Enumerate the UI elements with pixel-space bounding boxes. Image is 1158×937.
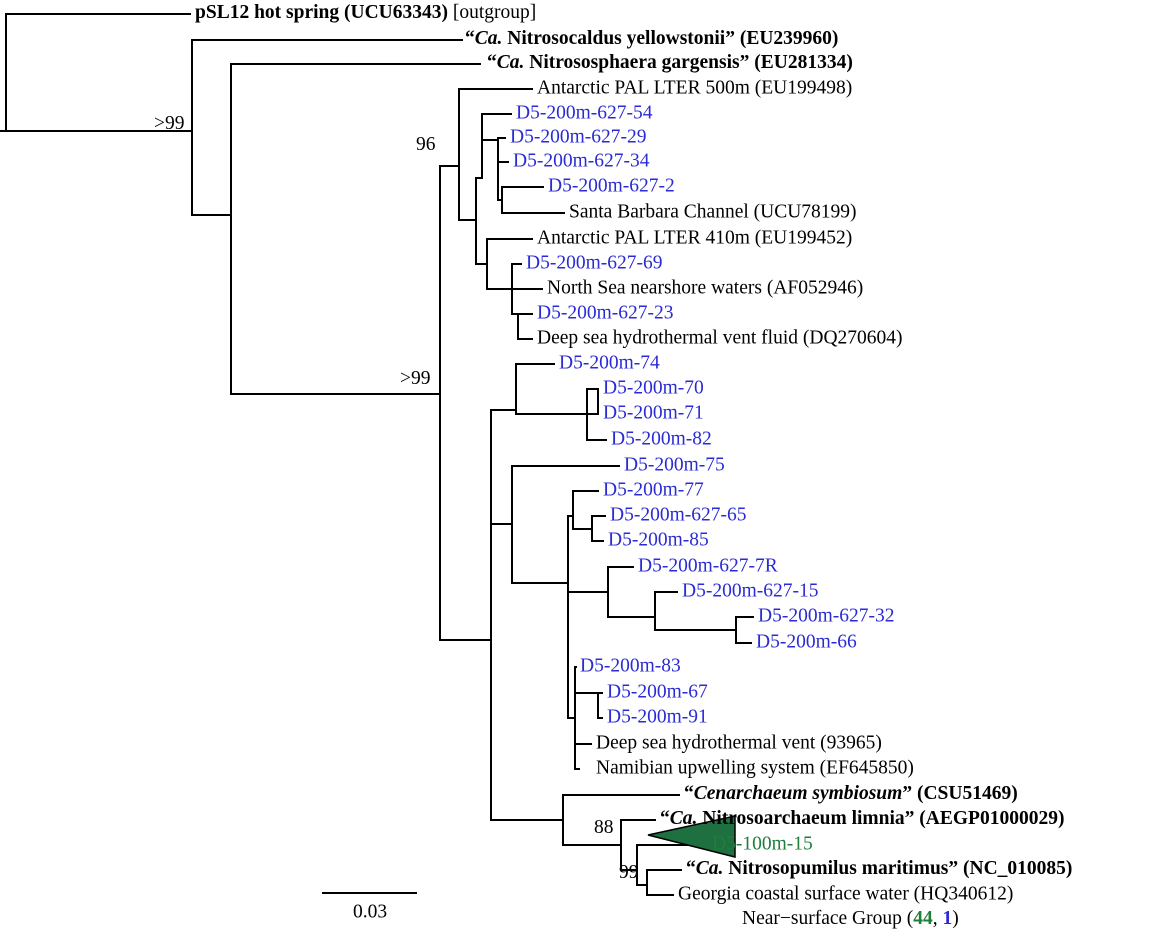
leaf-label-reference: Georgia coastal surface water (HQ340612) bbox=[678, 883, 1013, 904]
leaf-label-clone: D5-200m-82 bbox=[611, 428, 712, 449]
leaf-label-reference: “Ca. Nitrososphaera gargensis” (EU281334… bbox=[487, 52, 853, 73]
leaf-label-clone: D5-200m-627-34 bbox=[513, 150, 650, 171]
leaf-label-clone: D5-100m-15 bbox=[712, 833, 813, 854]
bootstrap-label: 88 bbox=[594, 817, 614, 838]
leaf-label-reference: Antarctic PAL LTER 410m (EU199452) bbox=[537, 227, 852, 248]
leaf-label-reference: Antarctic PAL LTER 500m (EU199498) bbox=[537, 77, 852, 98]
leaf-label-clone: D5-200m-67 bbox=[607, 681, 708, 702]
leaf-label-clone: D5-200m-71 bbox=[603, 402, 704, 423]
leaf-label-clone: D5-200m-627-15 bbox=[682, 580, 818, 601]
leaf-label-clone: D5-200m-627-65 bbox=[610, 504, 746, 525]
near-surface-group-triangle bbox=[647, 815, 736, 858]
leaf-label-reference: “Cenarchaeum symbiosum” (CSU51469) bbox=[684, 783, 1018, 804]
leaf-label-clone: D5-200m-627-32 bbox=[758, 605, 894, 626]
tree-branches bbox=[0, 13, 754, 896]
leaf-label-reference: “Ca. Nitrosocaldus yellowstonii” (EU2399… bbox=[465, 28, 838, 49]
leaf-label-clone: D5-200m-627-2 bbox=[548, 175, 675, 196]
leaf-label-clone: D5-200m-627-54 bbox=[516, 102, 653, 123]
leaf-label-clone: D5-200m-74 bbox=[559, 352, 660, 373]
leaf-label-clone: D5-200m-85 bbox=[608, 529, 709, 550]
bootstrap-label: 96 bbox=[416, 134, 436, 155]
leaf-label-reference: Santa Barbara Channel (UCU78199) bbox=[569, 201, 857, 222]
leaf-label-reference: North Sea nearshore waters (AF052946) bbox=[547, 277, 863, 298]
leaf-label-reference: Deep sea hydrothermal vent (93965) bbox=[596, 732, 882, 753]
leaf-label-clone: D5-200m-627-69 bbox=[526, 252, 662, 273]
leaf-label-clone: D5-200m-83 bbox=[580, 655, 681, 676]
leaf-label-clone: D5-200m-66 bbox=[756, 631, 857, 652]
leaf-label-reference: Deep sea hydrothermal vent fluid (DQ2706… bbox=[537, 327, 903, 348]
leaf-label-clone: D5-200m-77 bbox=[603, 479, 704, 500]
leaf-label-reference: Namibian upwelling system (EF645850) bbox=[596, 757, 914, 778]
leaf-label-outgroup: pSL12 hot spring (UCU63343) [outgroup] bbox=[195, 2, 536, 23]
leaf-label-clone: D5-200m-75 bbox=[624, 454, 725, 475]
scale-bar-label: 0.03 bbox=[353, 901, 387, 922]
leaf-label-clone: D5-200m-91 bbox=[607, 706, 708, 727]
leaf-label-clone: D5-200m-627-7R bbox=[638, 555, 778, 576]
leaf-label-clone: D5-200m-627-23 bbox=[537, 302, 673, 323]
leaf-label-reference: “Ca. Nitrosoarchaeum limnia” (AEGP010000… bbox=[660, 808, 1064, 829]
bootstrap-label: >99 bbox=[154, 113, 185, 134]
leaf-label-clone: D5-200m-70 bbox=[603, 377, 704, 398]
bootstrap-label: 99 bbox=[619, 862, 639, 883]
collapsed-group-label: Near−surface Group (44, 1) bbox=[742, 908, 959, 929]
bootstrap-label: >99 bbox=[400, 368, 431, 389]
leaf-label-clone: D5-200m-627-29 bbox=[510, 126, 646, 147]
leaf-label-reference: “Ca. Nitrosopumilus maritimus” (NC_01008… bbox=[686, 858, 1072, 879]
